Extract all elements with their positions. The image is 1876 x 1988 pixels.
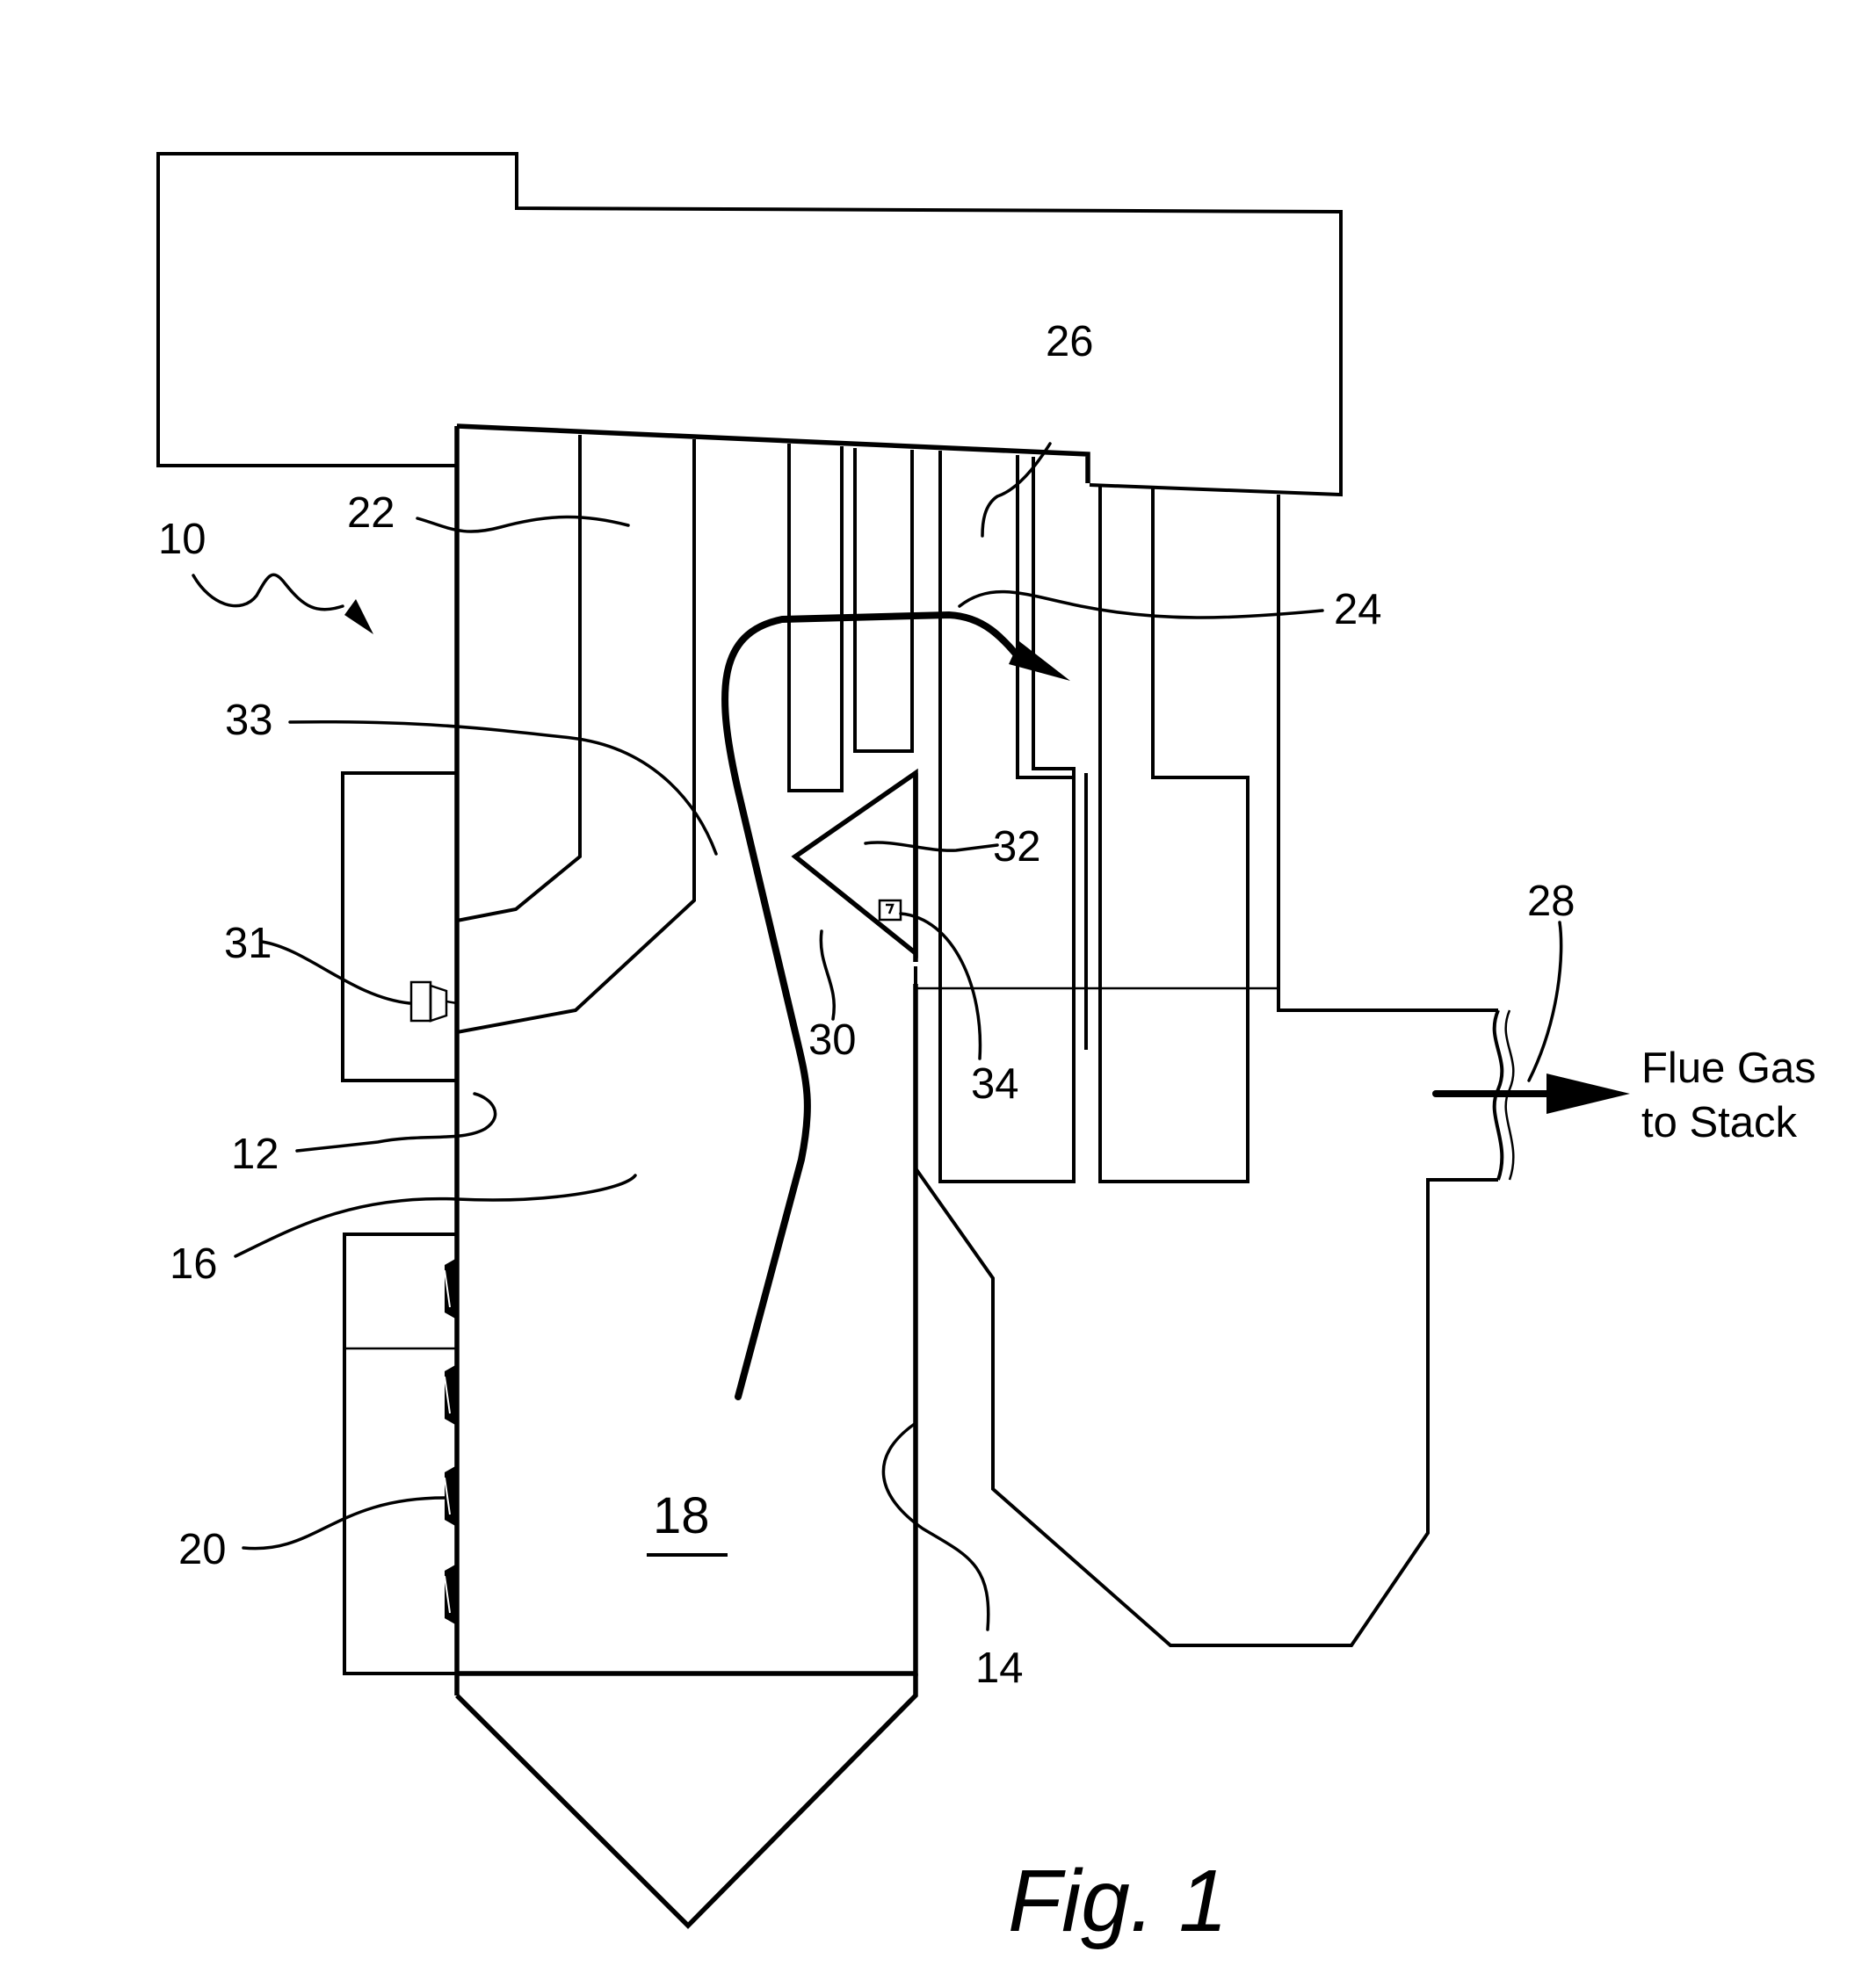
label-10: 10 [158,516,206,563]
label-22: 22 [347,489,395,537]
flame-boundary [725,615,1024,1397]
flue-gas-label-line1: Flue Gas [1641,1045,1816,1092]
figure-caption: Fig. 1 [1008,1852,1228,1950]
furnace [457,426,1088,1926]
furnace-nose [795,773,916,953]
label-33: 33 [225,697,273,744]
label-30: 30 [808,1016,857,1064]
division-panels [457,435,694,1032]
label-12: 12 [231,1131,279,1178]
flue-gas-label-line2: to Stack [1641,1099,1798,1146]
label-28: 28 [1527,878,1575,925]
label-34: 34 [971,1060,1019,1108]
nozzle-31 [411,982,457,1021]
label-20: 20 [178,1526,227,1573]
burner-windbox [343,773,457,1674]
label-14: 14 [975,1645,1024,1692]
label-31: 31 [224,920,272,967]
label-24: 24 [1334,586,1382,633]
label-16: 16 [170,1240,218,1288]
label-18: 18 [653,1487,710,1544]
flue-gas-arrow-head [1546,1074,1630,1114]
label-26: 26 [1046,318,1094,365]
label-32: 32 [993,823,1041,871]
reference-labels: 10 22 26 24 33 32 31 28 30 34 12 16 20 1… [158,318,1575,1692]
top-structure [158,154,1341,495]
